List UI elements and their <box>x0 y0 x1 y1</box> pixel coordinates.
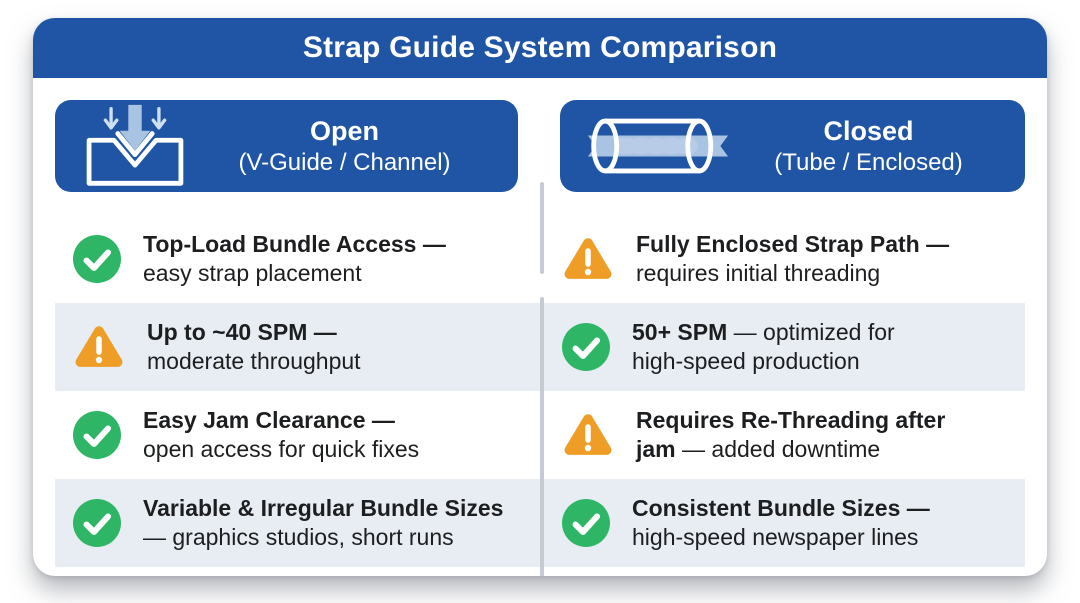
open-cell: Easy Jam Clearance — open access for qui… <box>55 391 540 479</box>
closed-cell: 50+ SPM — optimized for high-speed produ… <box>540 303 1025 391</box>
page-title: Strap Guide System Comparison <box>302 31 778 64</box>
check-icon <box>73 411 121 459</box>
feature-text: Consistent Bundle Sizes — high-speed new… <box>632 495 930 550</box>
open-cell: Top-Load Bundle Access — easy strap plac… <box>55 215 540 303</box>
warning-icon <box>73 323 125 371</box>
closed-cell: Fully Enclosed Strap Path — requires ini… <box>540 215 1025 303</box>
feature-text: Variable & Irregular Bundle Sizes — grap… <box>143 495 504 550</box>
closed-cell: Consistent Bundle Sizes — high-speed new… <box>540 479 1025 567</box>
column-divider-bottom <box>540 297 544 576</box>
comparison-rows: Top-Load Bundle Access — easy strap plac… <box>55 215 1025 567</box>
open-cell: Variable & Irregular Bundle Sizes — grap… <box>55 479 540 567</box>
check-icon <box>562 323 610 371</box>
check-icon <box>73 499 121 547</box>
feature-text: Requires Re-Threading after jam — added … <box>636 407 946 462</box>
comparison-row: Top-Load Bundle Access — easy strap plac… <box>55 215 1025 303</box>
check-icon <box>73 235 121 283</box>
tube-icon <box>586 105 730 187</box>
feature-text: Top-Load Bundle Access — easy strap plac… <box>143 231 446 286</box>
open-cell: Up to ~40 SPM — moderate throughput <box>55 303 540 391</box>
column-divider-top <box>540 182 544 274</box>
feature-text: Fully Enclosed Strap Path — requires ini… <box>636 231 950 286</box>
column-headers: Open (V-Guide / Channel) Closed (Tube / … <box>55 100 1025 192</box>
column-header-open: Open (V-Guide / Channel) <box>55 100 518 192</box>
closed-column-subtitle: (Tube / Enclosed) <box>774 148 963 176</box>
column-header-closed: Closed (Tube / Enclosed) <box>560 100 1025 192</box>
feature-text: Up to ~40 SPM — moderate throughput <box>147 319 361 374</box>
comparison-content: Open (V-Guide / Channel) Closed (Tube / … <box>33 100 1047 576</box>
warning-icon <box>562 411 614 459</box>
warning-icon <box>562 235 614 283</box>
v-guide-icon <box>81 102 189 190</box>
title-band: Strap Guide System Comparison <box>33 18 1047 78</box>
comparison-card: Strap Guide System Comparison Open (V-Gu… <box>33 18 1047 576</box>
open-column-subtitle: (V-Guide / Channel) <box>238 148 451 176</box>
closed-cell: Requires Re-Threading after jam — added … <box>540 391 1025 479</box>
closed-column-title: Closed <box>823 115 914 146</box>
check-icon <box>562 499 610 547</box>
open-column-title: Open <box>309 115 379 146</box>
feature-text: Easy Jam Clearance — open access for qui… <box>143 407 420 462</box>
comparison-row: Easy Jam Clearance — open access for qui… <box>55 391 1025 479</box>
feature-text: 50+ SPM — optimized for high-speed produ… <box>632 319 895 374</box>
